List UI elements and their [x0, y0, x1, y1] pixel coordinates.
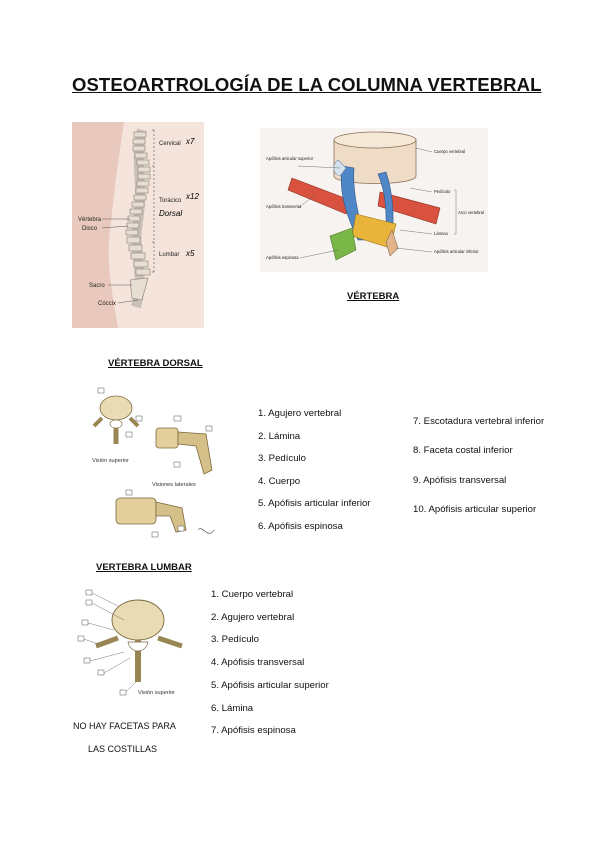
lumbar-list: 1. Cuerpo vertebral 2. Agujero vertebral… [211, 584, 329, 743]
handwritten-cervical-count: x7 [185, 137, 195, 146]
dorsal-lateral-view [155, 415, 213, 475]
list-item: 6. Apófisis espinosa [258, 520, 343, 532]
spine-figure: Cervical Torácico Lumbar Vértebra Disco … [72, 122, 204, 328]
spine-vertebrae [125, 131, 151, 301]
lumbar-heading: VERTEBRA LUMBAR [96, 562, 192, 573]
label-coccix: Cóccix [98, 301, 116, 307]
lumbar-label-vision-superior: Visión superior [138, 690, 175, 696]
list-item: 3. Pedículo [211, 634, 260, 646]
dorsal-label-vision-superior: Visión superior [92, 458, 129, 464]
list-item: 6. Lámina [211, 702, 254, 714]
label-apofisis-articular-inferior: Apófisis articular inferior [434, 249, 479, 254]
dorsal-label-visiones-laterales: Visiones laterales [152, 482, 196, 488]
list-item: 1. Cuerpo vertebral [211, 589, 294, 600]
label-apofisis-articular-superior: Apófisis articular superior [266, 156, 314, 161]
list-item: 7. Escotadura vertebral inferior [413, 416, 545, 427]
dorsal-vertebra-figure: Visión superior Visiones laterales [86, 380, 222, 550]
list-item: 9. Apófisis transversal [413, 474, 507, 486]
list-item: 7. Apófisis espinosa [211, 725, 296, 737]
dorsal-list-left: 1. Agujero vertebral 2. Lámina 3. Pedícu… [258, 403, 371, 539]
handwritten-toracico-count: x12 [185, 192, 199, 201]
label-cuerpo-vertebral: Cuerpo vertebral [434, 149, 465, 154]
dorsal-list-right: 7. Escotadura vertebral inferior 8. Face… [413, 407, 544, 525]
list-item: 2. Lámina [258, 430, 301, 442]
handwritten-dorsal: Dorsal [159, 209, 182, 218]
list-item: 10. Apófisis articular superior [413, 504, 537, 516]
label-lamina: Lámina [434, 231, 448, 236]
list-item: 2. Agujero vertebral [211, 611, 295, 623]
label-apofisis-transversa: Apófisis transversa [266, 204, 302, 209]
dorsal-heading: VÉRTEBRA DORSAL [108, 358, 203, 369]
vertebra-figure: Apófisis articular superior Apófisis tra… [260, 128, 488, 272]
label-cervical: Cervical [159, 141, 181, 147]
page-title: OSTEOARTROLOGÍA DE LA COLUMNA VERTEBRAL [72, 74, 542, 95]
handwritten-lumbar-count: x5 [185, 249, 195, 258]
list-item: 5. Apófisis articular inferior [258, 498, 371, 510]
list-item: 1. Agujero vertebral [258, 408, 342, 419]
list-item: 3. Pedículo [258, 453, 307, 465]
label-apofisis-espinosa: Apófisis espinosa [266, 255, 299, 260]
vertebra-body [333, 131, 417, 184]
label-vertebra: Vértebra [78, 217, 102, 223]
label-lumbar: Lumbar [159, 252, 179, 258]
lumbar-superior-view [95, 599, 183, 682]
dorsal-lateral-view-2 [115, 489, 187, 538]
label-arco-vertebral: Arco vertebral [458, 210, 484, 215]
label-toracico: Torácico [159, 198, 182, 204]
label-disco: Disco [82, 226, 98, 232]
label-pediculo: Pedículo [434, 189, 451, 194]
list-item: 5. Apófisis articular superior [211, 679, 329, 691]
vertebra-caption: VÉRTEBRA [347, 291, 400, 302]
list-item: 4. Cuerpo [258, 475, 301, 487]
lumbar-note-line-1: NO HAY FACETAS PARA [73, 721, 176, 731]
list-item: 8. Faceta costal inferior [413, 445, 513, 457]
list-item: 4. Apófisis transversal [211, 657, 305, 669]
lumbar-vertebra-figure: Visión superior [74, 586, 190, 702]
label-sacro: Sacro [89, 283, 105, 289]
dorsal-superior-view [92, 387, 143, 444]
lumbar-note-line-2: LAS COSTILLAS [88, 744, 158, 754]
